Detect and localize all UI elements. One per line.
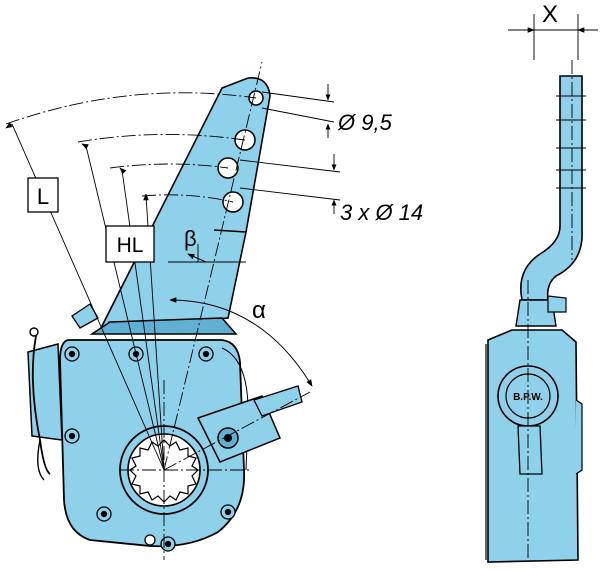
label-X: X: [542, 1, 558, 28]
front-view: L HL β α Ø 9,5 3 x Ø 14: [5, 61, 423, 560]
label-holes-large: 3 x Ø 14: [340, 200, 423, 225]
label-alpha: α: [252, 297, 266, 324]
worm-boss: [196, 395, 281, 463]
label-beta: β: [184, 226, 197, 251]
hole-small: [248, 90, 264, 106]
label-L: L: [27, 177, 59, 213]
side-view: X B.P.W.: [485, 1, 598, 563]
svg-text:L: L: [37, 184, 49, 209]
svg-text:HL: HL: [117, 234, 144, 257]
label-hole-small: Ø 9,5: [337, 110, 393, 135]
label-HL: HL: [105, 225, 155, 263]
adjuster-arm: [98, 77, 271, 331]
